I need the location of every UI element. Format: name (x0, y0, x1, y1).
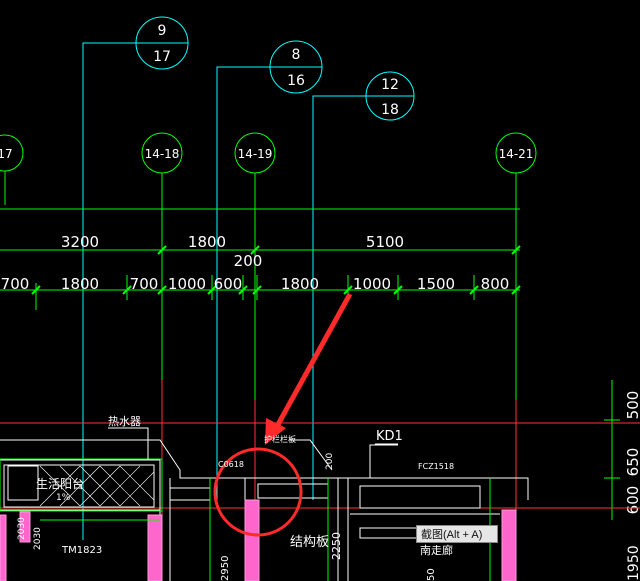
label-200-vertical: 200 (325, 453, 335, 470)
detail-callout-2: 8 16 (269, 40, 323, 94)
callout-3-top: 12 (381, 77, 399, 93)
dim-1000a: 1000 (168, 275, 206, 293)
labels: 热水器 KD1 FCZ1518 C0618 护栏栏板 200 生活阳台 1% T… (17, 415, 640, 581)
axis-label-2: 14-18 (145, 147, 180, 161)
callout-2-top: 8 (292, 47, 301, 63)
label-railing: 护栏栏板 (264, 434, 296, 444)
label-tm1823: TM1823 (61, 545, 102, 556)
dim-600: 600 (214, 275, 243, 293)
dim-1800c: 1800 (281, 275, 319, 293)
label-corridor: 南走廊 (420, 543, 453, 557)
dim-700a: 700 (1, 275, 30, 293)
highlight-arrow (265, 292, 353, 445)
label-balcony: 生活阳台 (36, 476, 84, 491)
dim-50-vertical: 50 (426, 568, 437, 581)
dim-1000b: 1000 (353, 275, 391, 293)
dim-800: 800 (481, 275, 510, 293)
label-kd1: KD1 (376, 429, 403, 444)
dim-600-vertical: 600 (624, 486, 640, 515)
dim-1800b: 1800 (61, 275, 99, 293)
note-leaders (108, 427, 398, 471)
dimension-text: 3200 1800 5100 200 700 1800 700 1000 600… (1, 233, 640, 514)
dim-700b: 700 (130, 275, 159, 293)
dimension-lines (0, 208, 620, 520)
dim-500-vertical: 500 (624, 391, 640, 420)
callout-2-bottom: 16 (287, 73, 305, 89)
label-2030b: 2030 (33, 527, 43, 550)
detail-callout-1: 9 17 (135, 16, 189, 70)
label-fcz: FCZ1518 (418, 462, 454, 471)
dim-3200: 3200 (61, 233, 99, 251)
dim-1500: 1500 (417, 275, 455, 293)
dimension-ticks (31, 245, 521, 295)
highlight-circle (213, 447, 303, 537)
balcony-green-outline (0, 458, 163, 512)
screenshot-tooltip: 截图(Alt + A) (416, 525, 498, 543)
label-water-heater: 热水器 (108, 415, 141, 428)
callout-1-bottom: 17 (153, 49, 171, 65)
dim-1800a: 1800 (188, 233, 226, 251)
building-outline (0, 439, 529, 581)
axis-label-3: 14-19 (238, 147, 273, 161)
axis-label-1: 17 (0, 147, 13, 161)
label-2030: 2030 (17, 517, 27, 540)
dim-1950-vertical: 1950 (626, 545, 640, 581)
callout-1-top: 9 (158, 23, 167, 39)
axis-label-4: 14-21 (499, 147, 534, 161)
columns (0, 499, 517, 581)
label-slope: 1% (56, 493, 71, 503)
balcony-hatch (39, 465, 155, 507)
callout-3-bottom: 18 (381, 102, 399, 118)
dim-2950-vertical: 2950 (220, 556, 231, 581)
dim-2250-vertical: 2250 (330, 532, 343, 560)
dim-200: 200 (234, 252, 263, 270)
dim-650-vertical: 650 (624, 448, 640, 477)
dim-5100: 5100 (366, 233, 404, 251)
detail-callout-3: 12 18 (365, 71, 415, 121)
label-structure-board: 结构板 (290, 535, 329, 550)
label-c0618: C0618 (218, 460, 244, 469)
